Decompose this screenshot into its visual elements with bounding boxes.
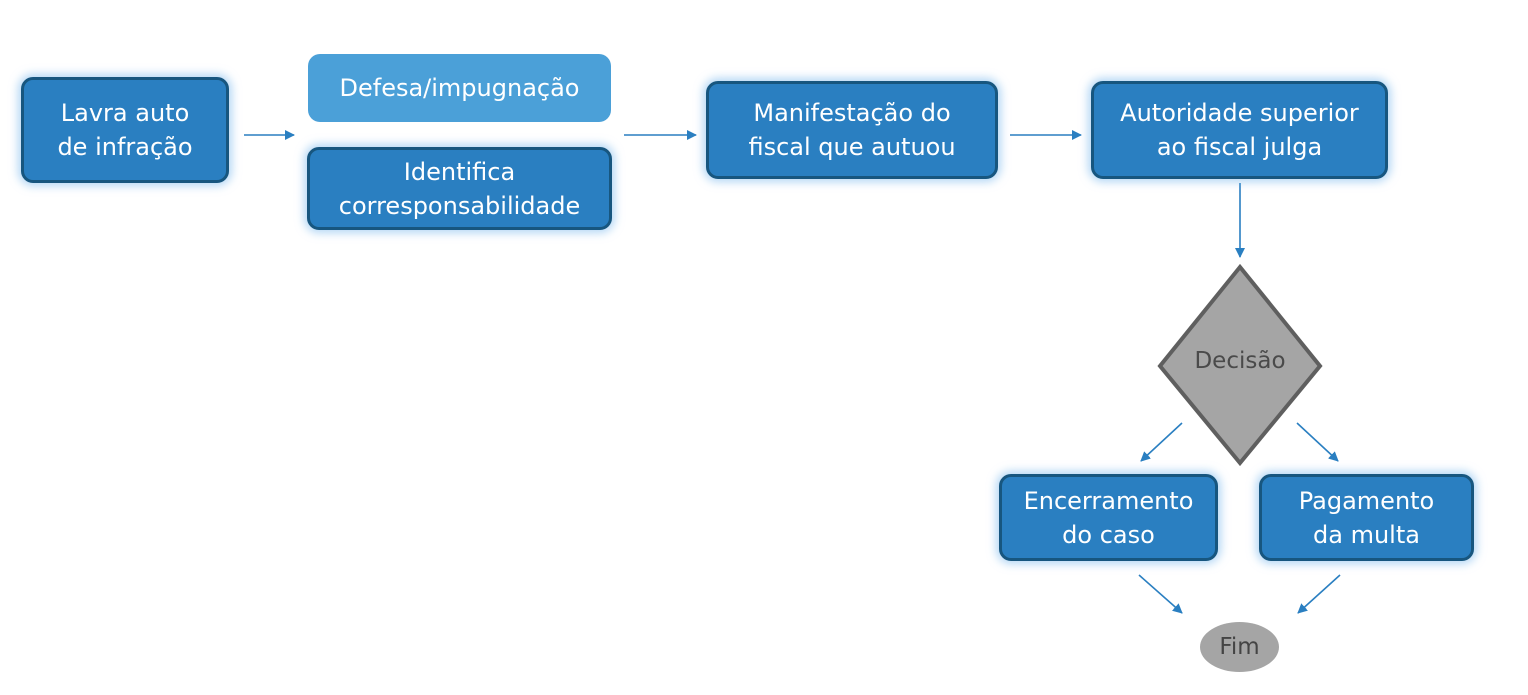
arrow-decisao-to-encerramento <box>1140 422 1183 462</box>
decision-diamond <box>1157 263 1323 467</box>
node-lavra-auto: Lavra auto de infração <box>21 77 229 183</box>
node-lavra-auto-label: Lavra auto de infração <box>57 99 193 161</box>
arrow-decisao-to-pagamento <box>1296 422 1339 462</box>
node-autoridade-label: Autoridade superior ao fiscal julga <box>1120 99 1359 161</box>
node-manifestacao-label: Manifestação do fiscal que autuou <box>748 99 956 161</box>
node-pagamento-multa: Pagamento da multa <box>1259 474 1474 561</box>
end-node-label: Fim <box>1219 634 1260 660</box>
arrow-encerramento-to-fim <box>1138 574 1183 614</box>
node-pagamento-label: Pagamento da multa <box>1298 486 1435 549</box>
decision-label: Decisão <box>1194 348 1286 374</box>
node-encerramento-caso: Encerramento do caso <box>999 474 1218 561</box>
node-identifica-label: Identifica corresponsabilidade <box>338 157 581 220</box>
node-encerramento-label: Encerramento do caso <box>1023 486 1194 549</box>
node-defesa-label: Defesa/impugnação <box>339 74 580 102</box>
node-defesa-impugnacao: Defesa/impugnação <box>308 54 611 122</box>
node-identifica-corresponsabilidade: Identifica corresponsabilidade <box>307 147 612 230</box>
node-manifestacao-fiscal: Manifestação do fiscal que autuou <box>706 81 998 179</box>
arrow-pagamento-to-fim <box>1297 574 1341 614</box>
node-autoridade-superior: Autoridade superior ao fiscal julga <box>1091 81 1388 179</box>
end-node-fim: Fim <box>1200 622 1279 672</box>
